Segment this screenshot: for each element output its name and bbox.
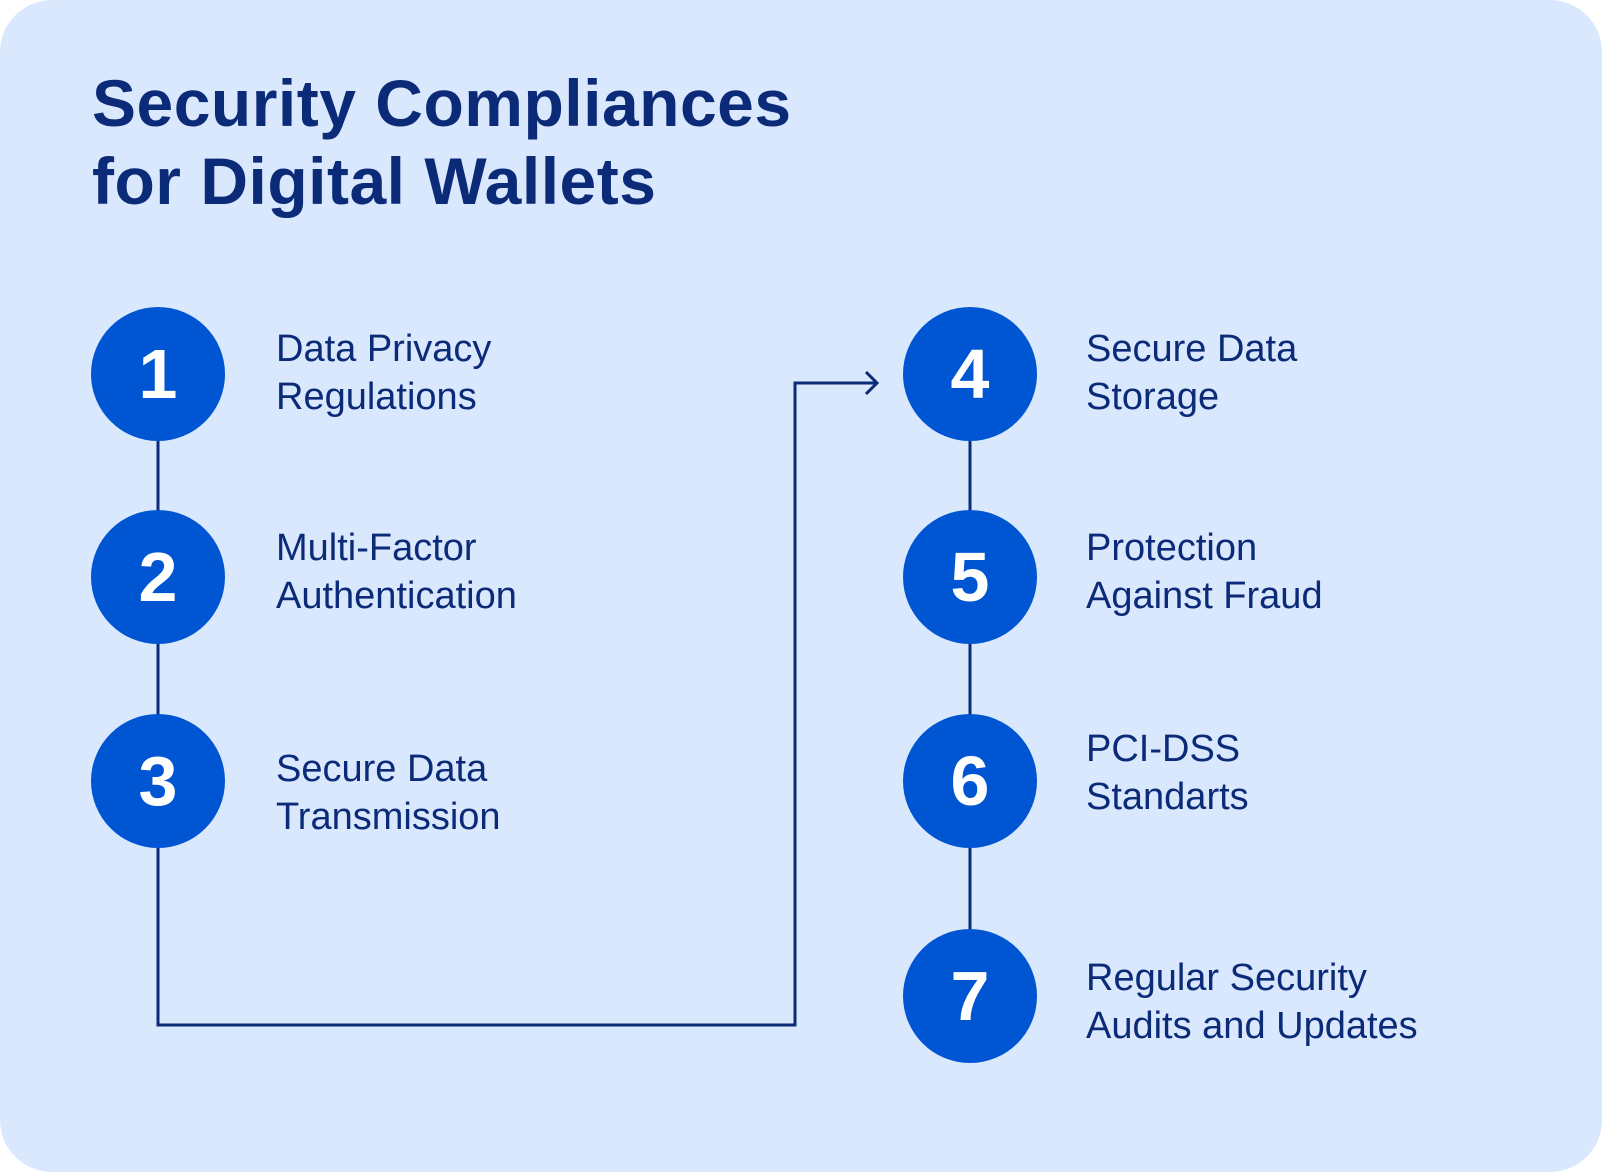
connector-3-4	[156, 381, 877, 1027]
step-6-badge: 6	[903, 714, 1037, 848]
title-line-2: for Digital Wallets	[92, 144, 657, 218]
page-title: Security Compliances for Digital Wallets	[92, 64, 792, 220]
step-4-badge: 4	[903, 307, 1037, 441]
step-1-badge: 1	[91, 307, 225, 441]
step-7-badge: 7	[903, 929, 1037, 1063]
step-2-badge: 2	[91, 510, 225, 644]
arrow-head-icon	[864, 370, 880, 396]
title-line-1: Security Compliances	[92, 66, 792, 140]
step-5-badge: 5	[903, 510, 1037, 644]
step-3-badge: 3	[91, 714, 225, 848]
